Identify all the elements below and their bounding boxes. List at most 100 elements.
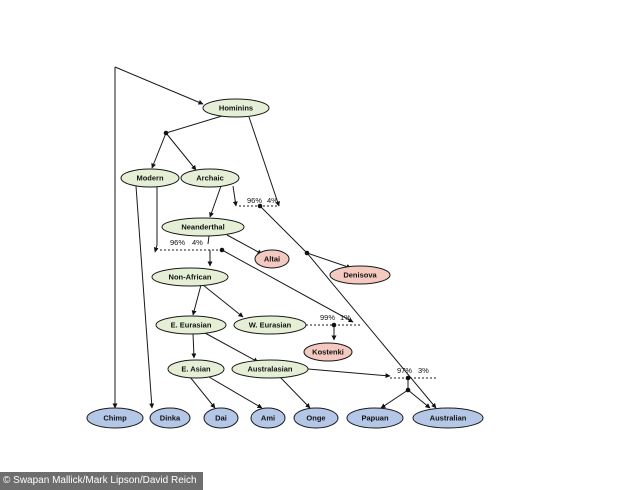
node-shape bbox=[254, 249, 290, 269]
edge-to-australian-2 bbox=[407, 389, 431, 409]
edge-eeurasian-easian bbox=[191, 332, 197, 359]
node-label: E. Eurasian bbox=[171, 321, 212, 330]
edge-archaic-admix bbox=[232, 185, 238, 207]
admixture-point bbox=[405, 387, 411, 393]
edge-nonafrican-eeurasian bbox=[191, 284, 202, 316]
edge-root-hominins bbox=[114, 66, 204, 105]
edge-denisova-line bbox=[259, 205, 308, 254]
edge-modern-admix-tip bbox=[153, 244, 159, 253]
node-e-eurasian: E. Eurasian bbox=[155, 315, 227, 335]
node-archaic: Archaic bbox=[180, 168, 240, 188]
admixture-percent-label: 96% bbox=[247, 196, 262, 205]
node-label: Neanderthal bbox=[181, 223, 224, 232]
edge-split-archaic bbox=[165, 132, 197, 171]
node-shape bbox=[202, 98, 270, 118]
node-shape bbox=[86, 407, 144, 429]
node-shape bbox=[250, 407, 286, 429]
admixture-percent-label: 96% bbox=[170, 238, 185, 247]
admixture-point bbox=[304, 250, 310, 256]
node-label: Dinka bbox=[160, 414, 181, 423]
edge-to-papuan bbox=[380, 389, 409, 409]
node-shape bbox=[231, 359, 309, 379]
edge-nonafrican-weurasian bbox=[202, 284, 244, 318]
node-label: W. Eurasian bbox=[249, 321, 292, 330]
node-label: Australian bbox=[430, 414, 467, 423]
admixture-percent-label: 1% bbox=[340, 313, 351, 322]
admixture-point bbox=[257, 203, 263, 209]
edge-easian-dai bbox=[189, 376, 216, 409]
node-shape bbox=[151, 267, 229, 287]
admixture-point bbox=[331, 322, 337, 328]
node-hominins: Hominins bbox=[202, 98, 270, 118]
admixture-labels: 96% 4% 96% 4% 99% 1% 97% 3% bbox=[170, 196, 429, 375]
node-modern: Modern bbox=[120, 168, 180, 188]
admixture-percent-label: 3% bbox=[418, 366, 429, 375]
edge-hominins-archaic-ghost bbox=[248, 116, 280, 207]
node-shape bbox=[303, 342, 353, 362]
node-chimp: Chimp bbox=[86, 407, 144, 429]
node-dinka: Dinka bbox=[149, 407, 191, 429]
admixture-point bbox=[219, 247, 225, 253]
node-label: Hominins bbox=[219, 104, 253, 113]
edge-to-kostenki-admix bbox=[221, 249, 354, 323]
edges bbox=[112, 66, 437, 409]
node-ami: Ami bbox=[250, 407, 286, 429]
edge-split-modern bbox=[151, 132, 167, 169]
node-shape bbox=[233, 315, 307, 335]
edge-to-denisova bbox=[306, 252, 352, 269]
node-label: Dai bbox=[215, 414, 227, 423]
edge-neanderthal-admix bbox=[207, 235, 210, 245]
node-shape bbox=[412, 407, 484, 429]
node-label: Ami bbox=[261, 414, 275, 423]
node-shape bbox=[180, 168, 240, 188]
node-label: Altai bbox=[264, 255, 280, 264]
node-shape bbox=[167, 359, 225, 379]
node-w-eurasian: W. Eurasian bbox=[233, 315, 307, 335]
edge-modern-dinka bbox=[135, 185, 155, 409]
edge-eeurasian-australasian bbox=[204, 332, 259, 363]
node-label: Papuan bbox=[361, 414, 389, 423]
node-shape bbox=[346, 407, 404, 429]
node-shape bbox=[149, 407, 191, 429]
admixture-percent-label: 4% bbox=[192, 238, 203, 247]
node-shape bbox=[161, 217, 245, 237]
node-altai: Altai bbox=[254, 249, 290, 269]
admixture-percent-label: 97% bbox=[397, 366, 412, 375]
node-label: Modern bbox=[136, 174, 164, 183]
node-label: Chimp bbox=[103, 414, 127, 423]
node-non-african: Non-African bbox=[151, 267, 229, 287]
node-label: Australasian bbox=[247, 365, 292, 374]
edge-hominins-split bbox=[165, 115, 223, 134]
node-e-asian: E. Asian bbox=[167, 359, 225, 379]
edge-australasian-admix bbox=[307, 368, 391, 379]
admixture-point bbox=[405, 375, 411, 381]
node-label: Denisova bbox=[343, 271, 377, 280]
node-kostenki: Kostenki bbox=[303, 342, 353, 362]
node-neanderthal: Neanderthal bbox=[161, 217, 245, 237]
node-label: Onge bbox=[306, 414, 325, 423]
admixture-percent-label: 99% bbox=[320, 313, 335, 322]
admixture-point bbox=[163, 130, 169, 136]
edge-archaic-neanderthal bbox=[209, 185, 222, 218]
edge-easian-ami bbox=[208, 376, 263, 409]
node-dai: Dai bbox=[203, 407, 239, 429]
node-shape bbox=[329, 265, 391, 285]
node-shape bbox=[155, 315, 227, 335]
node-label: E. Asian bbox=[181, 365, 211, 374]
node-australasian: Australasian bbox=[231, 359, 309, 379]
node-shape bbox=[120, 168, 180, 188]
node-onge: Onge bbox=[293, 407, 339, 429]
node-label: Kostenki bbox=[312, 348, 344, 357]
node-label: Archaic bbox=[196, 174, 224, 183]
image-credit: © Swapan Mallick/Mark Lipson/David Reich bbox=[0, 472, 203, 490]
node-shape bbox=[293, 407, 339, 429]
edge-neanderthal-altai bbox=[226, 234, 263, 255]
node-australian: Australian bbox=[412, 407, 484, 429]
node-label: Non-African bbox=[169, 273, 212, 282]
node-shape bbox=[203, 407, 239, 429]
node-denisova: Denisova bbox=[329, 265, 391, 285]
node-papuan: Papuan bbox=[346, 407, 404, 429]
admixture-percent-label: 4% bbox=[267, 196, 278, 205]
